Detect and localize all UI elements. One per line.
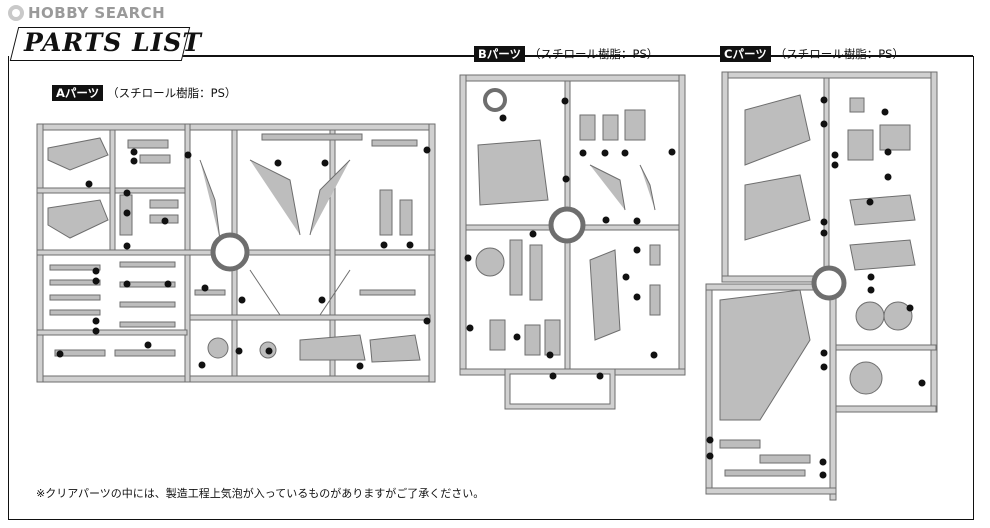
sprue-c-material: （スチロール樹脂：PS） — [774, 47, 904, 61]
sprue-a-material: （スチロール樹脂：PS） — [107, 86, 237, 100]
sprue-b-tag: Bパーツ — [474, 46, 526, 62]
sprue-b-ring — [548, 206, 586, 244]
page-frame — [8, 56, 974, 520]
sprue-a-label: Aパーツ（スチロール樹脂：PS） — [52, 85, 236, 101]
sprue-a-tag: Aパーツ — [52, 85, 104, 101]
sprue-b-label: Bパーツ（スチロール樹脂：PS） — [474, 46, 658, 62]
sprue-b-small-ring — [483, 88, 507, 112]
site-logo: HOBBY SEARCH — [8, 4, 165, 22]
sprue-b-tab — [509, 373, 611, 405]
page-title: PARTS LIST — [24, 28, 203, 57]
sprue-c-tag: Cパーツ — [720, 46, 771, 62]
footnote: ※クリアパーツの中には、製造工程上気泡が入っているものがありますがご了承ください… — [36, 487, 485, 500]
sprue-c-frame — [705, 71, 938, 501]
part-markers — [56, 96, 926, 479]
sprue-b-material: （スチロール樹脂：PS） — [529, 47, 659, 61]
header-rule — [183, 55, 973, 57]
sprue-c-parts — [719, 94, 916, 477]
logo-icon — [8, 5, 24, 21]
sprue-b-parts — [475, 109, 661, 356]
sprue-c-ring — [811, 265, 847, 301]
sprue-c-label: Cパーツ（スチロール樹脂：PS） — [720, 46, 904, 62]
sprue-a-ring — [210, 232, 250, 272]
